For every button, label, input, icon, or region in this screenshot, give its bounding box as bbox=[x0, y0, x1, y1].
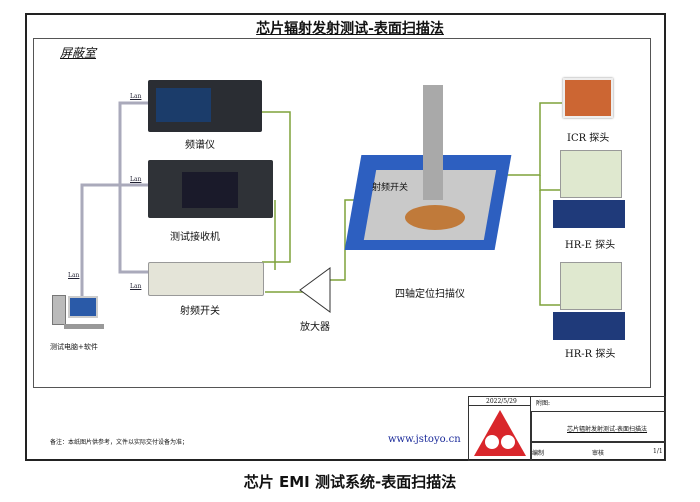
scanner-dut bbox=[405, 205, 465, 230]
receiver-label: 测试接收机 bbox=[170, 232, 220, 243]
hre-probe-case bbox=[553, 200, 625, 228]
lan-label: Lan bbox=[68, 272, 80, 279]
checked-by: 审核 bbox=[592, 450, 605, 457]
date-cell bbox=[468, 396, 531, 406]
hrr-probe-case bbox=[553, 312, 625, 340]
drawing-frame bbox=[25, 13, 666, 461]
hrr-label: HR-R 探头 bbox=[565, 349, 616, 360]
lan-cables bbox=[80, 101, 148, 300]
figure-caption: 芯片 EMI 测试系统-表面扫描法 bbox=[243, 473, 457, 491]
pc-label: 测试电脑+软件 bbox=[50, 343, 98, 351]
hrr-probe-box bbox=[560, 262, 622, 310]
monitor-icon bbox=[68, 296, 98, 318]
amplifier-label: 放大器 bbox=[300, 322, 330, 333]
scanner-overlay-label: 射频开关 bbox=[372, 183, 409, 193]
scanner-label: 四轴定位扫描仪 bbox=[395, 289, 465, 300]
amplifier-icon bbox=[299, 267, 331, 313]
lan-label: Lan bbox=[130, 93, 142, 100]
scanner-z-axis bbox=[423, 85, 443, 200]
drawing-title-cell bbox=[531, 411, 666, 442]
sign-row bbox=[531, 442, 666, 461]
keyboard-icon bbox=[64, 324, 104, 329]
footer-note: 备注：本纸图片供参考，文件以实际交付设备为准； bbox=[50, 439, 189, 446]
lan-label: Lan bbox=[130, 283, 142, 290]
company-logo bbox=[474, 410, 526, 456]
website-link[interactable]: www.jstoyo.cn bbox=[388, 434, 461, 445]
icr-label: ICR 探头 bbox=[567, 133, 610, 144]
rf-switch-label: 射频开关 bbox=[180, 306, 220, 317]
room-label: 屏蔽室 bbox=[60, 46, 97, 60]
drawn-by: 编制 bbox=[532, 450, 545, 457]
lan-label: Lan bbox=[130, 176, 142, 183]
shielded-room bbox=[33, 38, 651, 388]
pc-tower-icon bbox=[52, 295, 66, 325]
hre-probe-box bbox=[560, 150, 622, 198]
hre-label: HR-E 探头 bbox=[565, 240, 616, 251]
spectrum-analyzer-image bbox=[148, 80, 262, 132]
rf-switch-image bbox=[148, 262, 264, 296]
spectrum-label: 频谱仪 bbox=[185, 140, 215, 151]
icr-probe-image bbox=[563, 78, 613, 118]
attach-label: 附图: bbox=[536, 400, 551, 407]
receiver-image bbox=[148, 160, 273, 218]
page-number: 1/1 bbox=[653, 448, 663, 455]
date: 2022/5/29 bbox=[486, 398, 517, 405]
drawing-title-block: 芯片辐射发射测试-表面扫描法 bbox=[567, 426, 648, 433]
drawing-title: 芯片辐射发射测试-表面扫描法 bbox=[256, 21, 444, 37]
